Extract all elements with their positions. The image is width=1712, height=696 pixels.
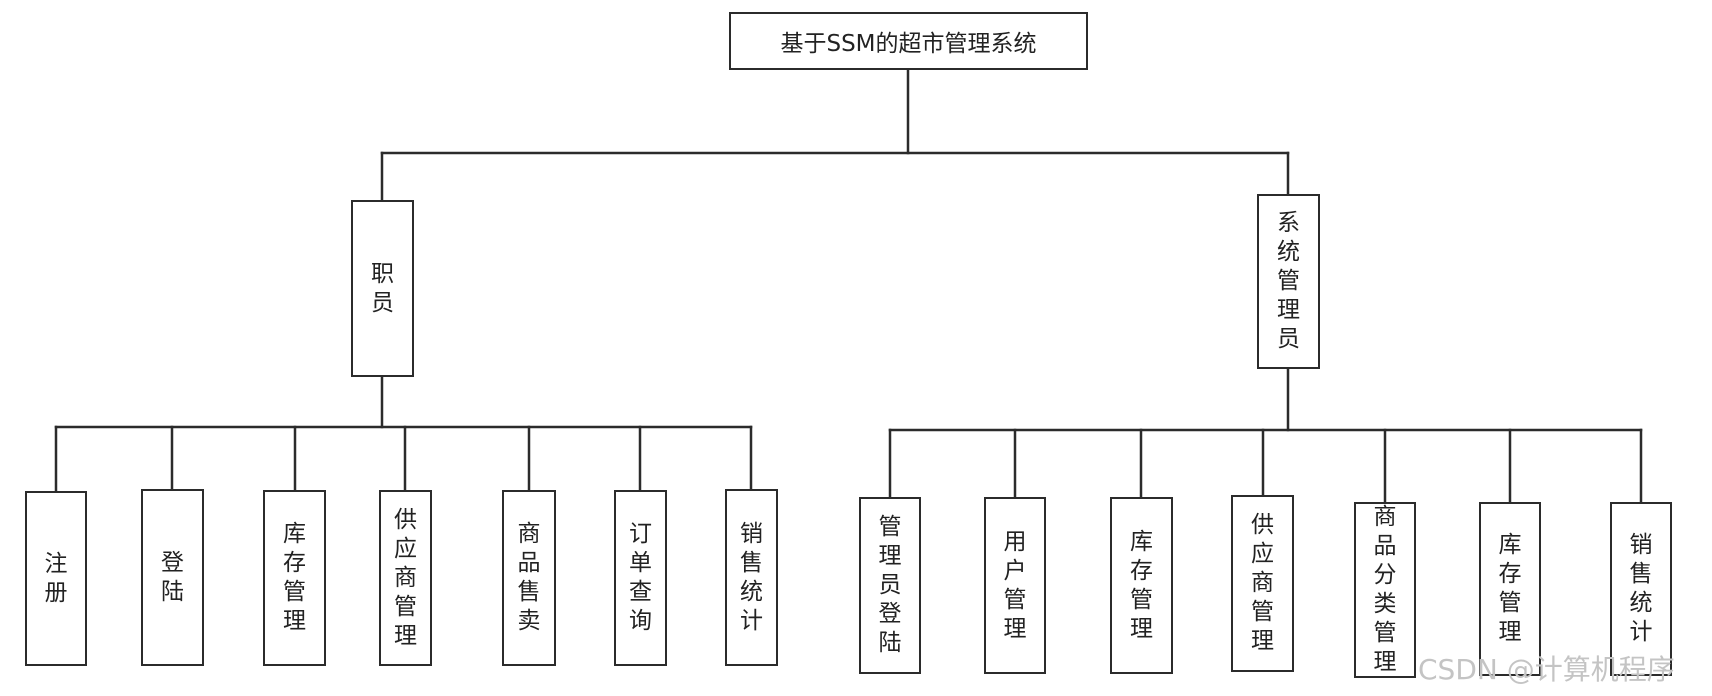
function-label: 登陆: [161, 549, 184, 605]
role-node-admin: 系统管理员: [1257, 194, 1320, 369]
root-node: 基于SSM的超市管理系统: [729, 12, 1088, 70]
staff-function-node: 注册: [25, 491, 87, 666]
admin-function-node: 库存管理: [1479, 502, 1541, 676]
function-label: 管理员登陆: [878, 514, 902, 656]
function-label: 用户管理: [1003, 528, 1027, 642]
staff-function-node: 供应商管理: [379, 490, 432, 666]
function-label: 库存管理: [1498, 532, 1522, 645]
function-label: 库存管理: [1130, 528, 1153, 642]
admin-function-node: 管理员登陆: [859, 497, 921, 674]
admin-function-node: 销售统计: [1610, 502, 1672, 676]
function-label: 销售统计: [1629, 532, 1653, 645]
function-label: 商品售卖: [517, 521, 541, 634]
admin-function-node: 库存管理: [1110, 497, 1173, 674]
function-label: 供应商管理: [394, 506, 417, 649]
function-label: 库存管理: [283, 521, 306, 634]
role-label-staff: 职员: [371, 260, 394, 316]
role-node-staff: 职员: [351, 200, 414, 377]
function-label: 供应商管理: [1251, 512, 1274, 654]
staff-function-node: 商品售卖: [502, 490, 556, 666]
admin-function-node: 供应商管理: [1231, 495, 1294, 672]
function-label: 注册: [44, 550, 68, 606]
watermark-text: CSDN @计算机程序: [1418, 653, 1675, 686]
admin-function-node: 商品分类管理: [1354, 502, 1416, 678]
function-label: 销售统计: [740, 520, 763, 634]
function-label: 订单查询: [629, 521, 652, 634]
staff-function-node: 库存管理: [263, 490, 326, 666]
root-label: 基于SSM的超市管理系统: [780, 31, 1037, 57]
admin-function-node: 用户管理: [984, 497, 1046, 674]
staff-function-node: 订单查询: [614, 490, 667, 666]
staff-function-node: 登陆: [141, 489, 204, 666]
staff-function-node: 销售统计: [725, 489, 778, 666]
function-label: 商品分类管理: [1373, 504, 1397, 675]
role-label-admin: 系统管理员: [1277, 210, 1300, 352]
